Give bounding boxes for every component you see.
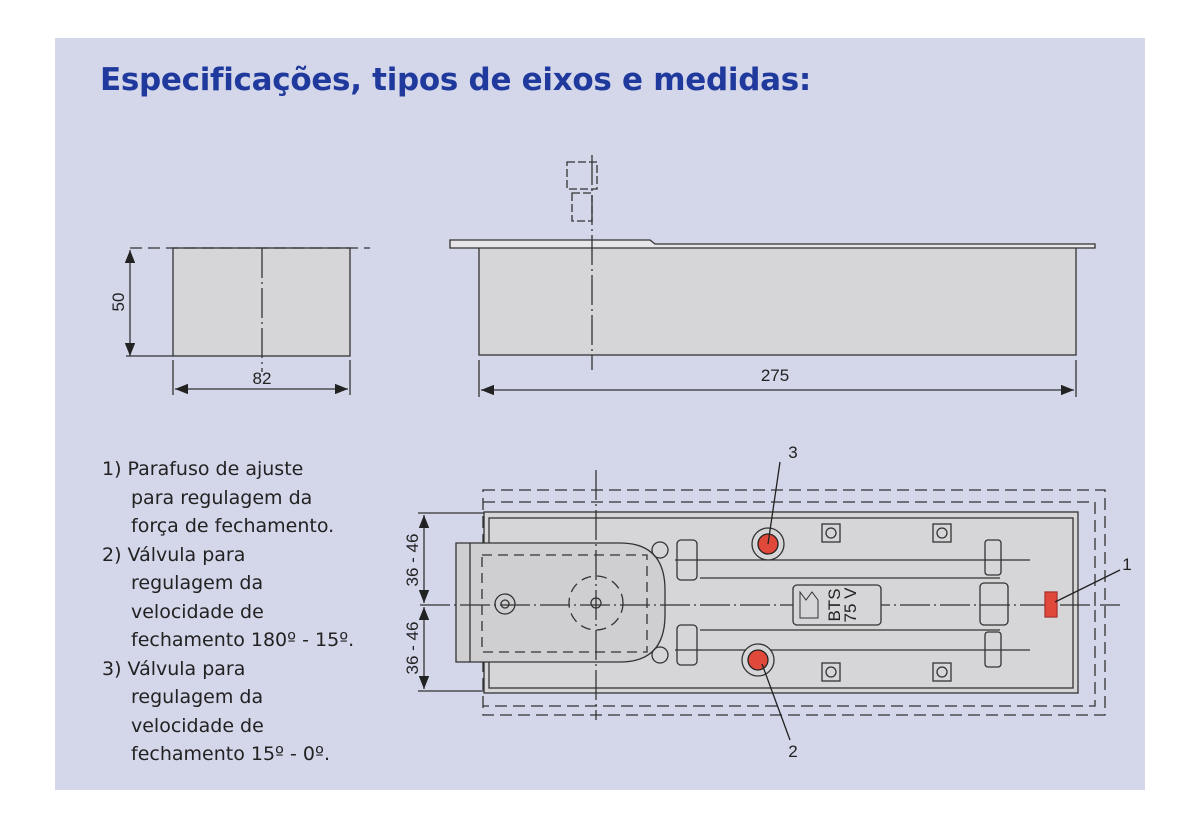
callout-3: 3 [788,443,797,462]
note-text: regulagem da [131,686,264,708]
dim-width: 82 [253,369,272,388]
front-view [449,155,1096,397]
note-text: para regulagem da [131,486,313,509]
callout-1: 1 [1122,555,1131,574]
product-label-bts: BTS [825,588,844,621]
note-1: 1) Parafuso de ajuste para regulagem da … [102,455,354,541]
note-text: fechamento 180º - 15º. [131,629,355,651]
note-2: 2) Válvula para regulagem da velocidade … [102,541,354,655]
dim-axis-upper: 36 - 46 [403,534,422,587]
note-text: 1) Parafuso de ajuste [102,458,304,480]
note-text: força de fechamento. [131,515,335,537]
callout-2: 2 [788,742,797,761]
side-view [124,247,370,395]
dorma-logo-icon [799,590,819,619]
note-text: fechamento 15º - 0º. [131,743,331,765]
dim-length: 275 [761,366,789,385]
note-3: 3) Válvula para regulagem da velocidade … [102,655,354,769]
dim-height: 50 [109,293,128,312]
dim-axis-lower: 36 - 46 [403,622,422,675]
notes-list: 1) Parafuso de ajuste para regulagem da … [102,455,354,769]
note-text: regulagem da [131,572,264,594]
note-text: 2) Válvula para [102,543,246,566]
top-view [418,461,1121,741]
product-label-75v: 75 V [841,587,860,623]
note-text: 3) Válvula para [102,657,246,680]
note-text: velocidade de [131,714,264,737]
note-text: velocidade de [131,600,264,623]
page-title: Especificações, tipos de eixos e medidas… [100,62,811,98]
